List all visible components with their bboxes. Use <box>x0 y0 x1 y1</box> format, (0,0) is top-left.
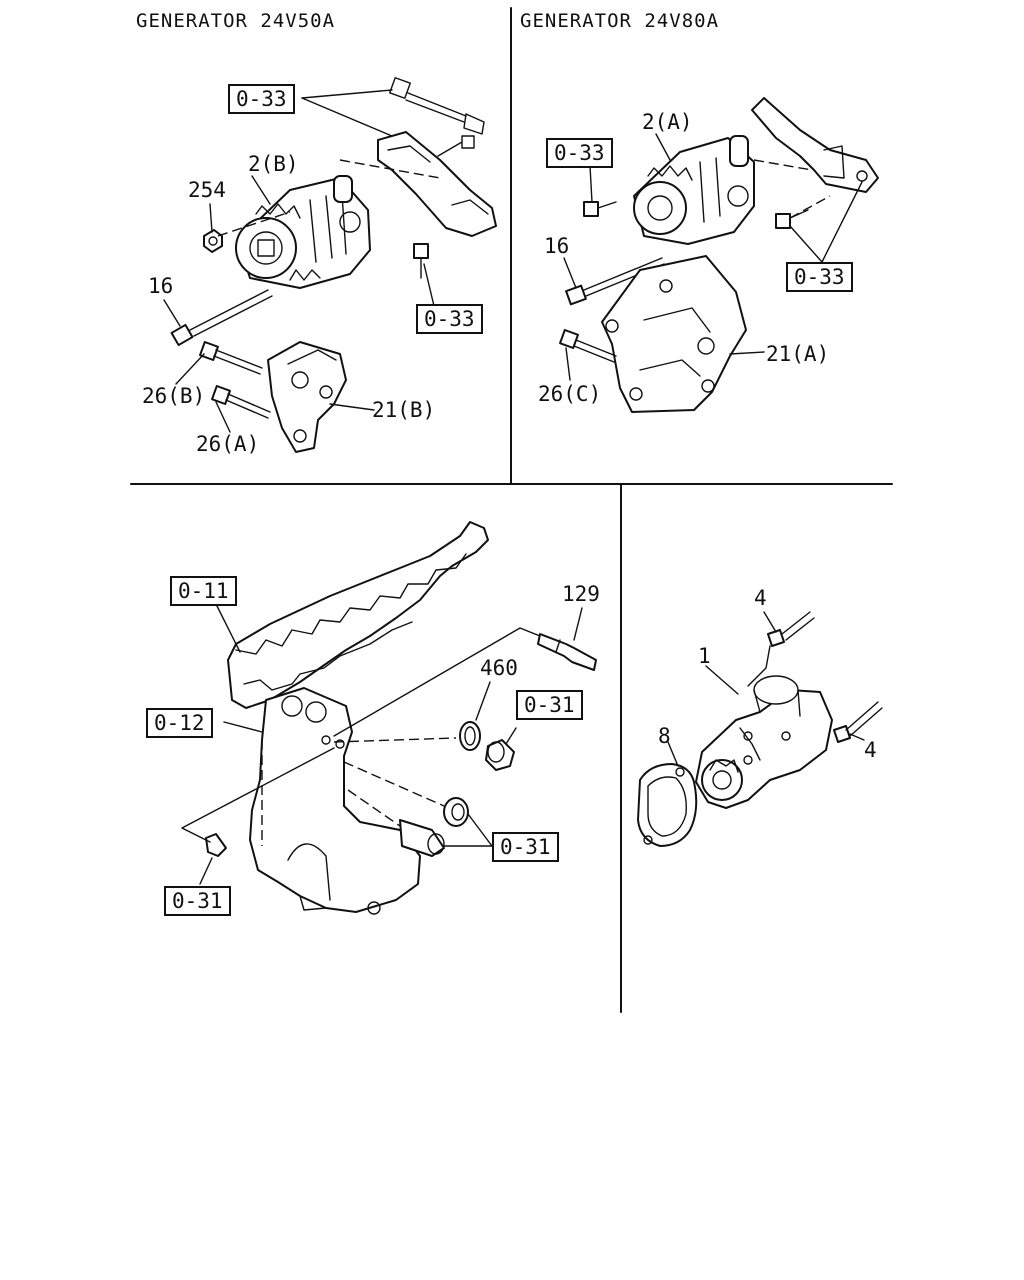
bolt-26a <box>211 385 271 419</box>
bracket-lower-bolt <box>413 243 429 279</box>
ref-0-33-left-80a: 0-33 <box>546 138 613 168</box>
generator-80a-title: GENERATOR 24V80A <box>520 10 720 32</box>
part-label-4-top: 4 <box>754 586 767 610</box>
o-ring-460 <box>459 721 481 751</box>
gasket-8 <box>637 763 698 847</box>
generator-50a-drawing <box>163 77 497 453</box>
part-label-460: 460 <box>480 656 518 680</box>
part-label-1: 1 <box>698 644 711 668</box>
nut-254 <box>203 229 223 253</box>
leader-lines-50a <box>163 89 441 433</box>
adjusting-bracket <box>377 131 497 237</box>
generator-50a-title: GENERATOR 24V50A <box>136 10 336 32</box>
cylinder-block <box>249 687 421 915</box>
upper-bracket-80a <box>751 97 879 193</box>
ref-0-12: 0-12 <box>146 708 213 738</box>
bolt-16-50a <box>170 289 273 347</box>
bracket-21b <box>267 341 347 453</box>
ref-0-31-bottom: 0-31 <box>164 886 231 916</box>
part-label-2a: 2(A) <box>642 110 693 134</box>
starter-motor-1 <box>695 675 833 809</box>
ref-0-11: 0-11 <box>170 576 237 606</box>
part-label-26c: 26(C) <box>538 382 602 406</box>
ref-0-31-sleeves: 0-31 <box>492 832 559 862</box>
part-label-4-right: 4 <box>864 738 877 762</box>
part-label-16-80a: 16 <box>544 234 570 258</box>
bolt-26c <box>559 329 617 363</box>
part-label-2b: 2(B) <box>248 152 299 176</box>
part-label-26b: 26(B) <box>142 384 206 408</box>
plug <box>485 739 515 771</box>
alternator-bolt-right <box>775 209 809 229</box>
part-label-21b: 21(B) <box>372 398 436 422</box>
bracket-21a <box>601 255 747 413</box>
part-label-21a: 21(A) <box>766 342 830 366</box>
cylinder-head <box>227 521 489 709</box>
part-label-8: 8 <box>658 724 671 748</box>
alternator-bolt-left <box>583 201 617 217</box>
cylinder-block-drawing <box>181 521 597 915</box>
starter-bolt-right <box>833 701 883 743</box>
part-label-254: 254 <box>188 178 226 202</box>
leader-lines-block <box>181 603 583 885</box>
panel-dividers <box>130 7 893 1013</box>
leader-lines-80a <box>563 133 863 381</box>
leader-lines-starter <box>667 611 865 767</box>
ref-0-33-top-50a: 0-33 <box>228 84 295 114</box>
generator-80a-drawing <box>559 97 879 413</box>
alternator-80a <box>633 135 755 245</box>
part-label-129: 129 <box>562 582 600 606</box>
part-label-26a: 26(A) <box>196 432 260 456</box>
adjusting-bolt <box>389 77 485 135</box>
ref-0-33-right-80a: 0-33 <box>786 262 853 292</box>
block-bolt <box>205 833 227 857</box>
part-label-16-50a: 16 <box>148 274 174 298</box>
ref-0-31-plug: 0-31 <box>516 690 583 720</box>
bracket-bolt <box>437 135 475 157</box>
alternator-50a <box>235 175 371 289</box>
sleeve-pair <box>399 797 469 857</box>
sensor-129 <box>537 633 597 671</box>
starter-drawing <box>637 611 883 847</box>
ref-0-33-right-50a: 0-33 <box>416 304 483 334</box>
bolt-26b <box>199 341 263 375</box>
